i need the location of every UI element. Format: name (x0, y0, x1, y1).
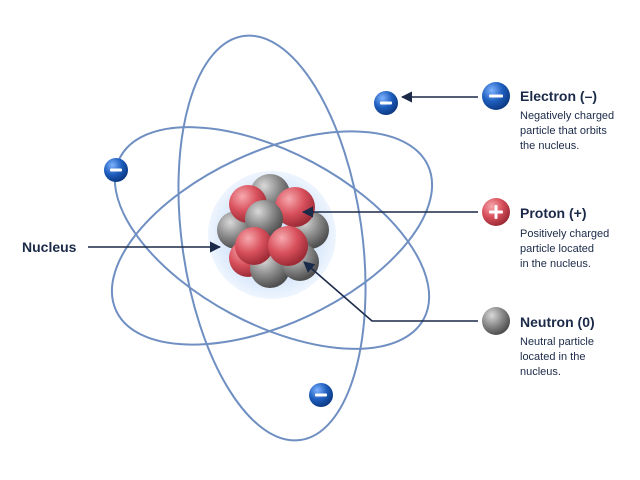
electron-particle (374, 91, 398, 115)
orbit-path (110, 130, 434, 346)
proton-legend-icon (482, 198, 510, 226)
description-line: Negatively charged (520, 110, 615, 122)
electron-particle (104, 158, 128, 182)
legend-icons (482, 82, 510, 335)
proton-legend-title: Proton (+) (520, 205, 587, 221)
description-line: in the nucleus. (520, 258, 591, 270)
orbit-group (110, 34, 434, 442)
orbit-path (113, 126, 431, 350)
description-line: Neutral particle (520, 336, 594, 348)
description-line: located in the (520, 351, 586, 363)
description-line: nucleus. (520, 366, 561, 378)
description-line: Positively charged (520, 228, 610, 240)
neutron-legend-icon (482, 307, 510, 335)
description-line: particle that orbits (520, 125, 607, 137)
orbit-path (177, 34, 367, 442)
neutron-legend-description: Neutral particle located in the nucleus. (520, 335, 632, 380)
proton (235, 227, 273, 265)
description-line: particle located (520, 243, 594, 255)
proton-legend-description: Positively charged particle located in t… (520, 227, 632, 272)
electron-legend-icon (482, 82, 510, 110)
electron-legend-title: Electron (–) (520, 88, 598, 104)
electron-particle (309, 383, 333, 407)
electron-group (104, 91, 398, 407)
electron-legend-description: Negatively charged particle that orbits … (520, 109, 632, 154)
proton (268, 226, 308, 266)
description-line: the nucleus. (520, 140, 580, 152)
neutron-pointer (303, 261, 478, 322)
pointer-lines (88, 91, 478, 322)
nucleus-label: Nucleus (22, 239, 77, 255)
neutron-legend-title: Neutron (0) (520, 314, 595, 330)
